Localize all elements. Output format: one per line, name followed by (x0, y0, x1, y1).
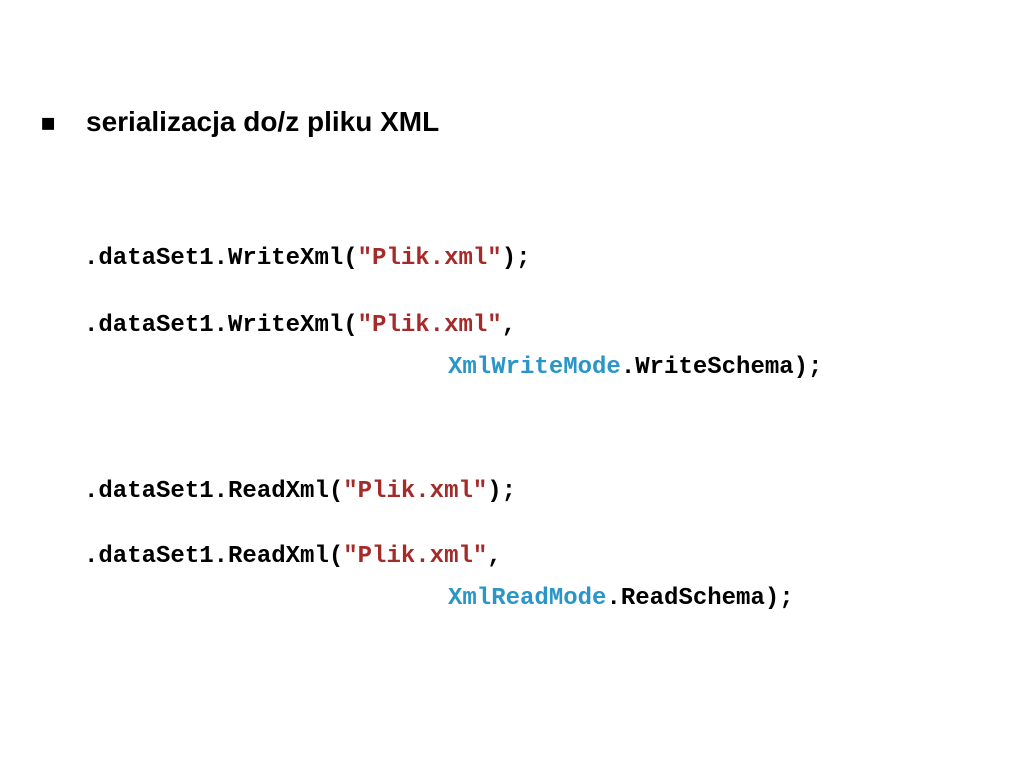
code-line-read-schema-2: XmlReadMode.ReadSchema); (448, 582, 794, 616)
bullet-text: serializacja do/z pliku XML (86, 106, 440, 137)
code-line-read-schema-1: .dataSet1.ReadXml("Plik.xml", (84, 540, 502, 574)
code-call-end: ); (501, 245, 531, 272)
code-line-write-schema-1: .dataSet1.WriteXml("Plik.xml", (84, 309, 516, 343)
code-comma: , (487, 543, 502, 570)
code-method-call: .dataSet1.WriteXml( (84, 245, 358, 272)
code-enum-member: .WriteSchema); (620, 354, 823, 381)
code-enum-member: .ReadSchema); (606, 585, 794, 612)
code-string-literal: "Plik.xml" (357, 312, 502, 339)
code-string-literal: "Plik.xml" (357, 245, 502, 272)
code-string-literal: "Plik.xml" (343, 478, 488, 505)
code-enum-type: XmlWriteMode (448, 354, 621, 381)
code-method-call: .dataSet1.ReadXml( (84, 543, 344, 570)
code-method-call: .dataSet1.WriteXml( (84, 312, 358, 339)
code-line-write-simple: .dataSet1.WriteXml("Plik.xml"); (84, 242, 531, 276)
code-call-end: ); (487, 478, 517, 505)
code-line-write-schema-2: XmlWriteMode.WriteSchema); (448, 351, 822, 385)
bullet-marker-icon: ▪ (40, 108, 57, 136)
code-method-call: .dataSet1.ReadXml( (84, 478, 344, 505)
code-line-read-simple: .dataSet1.ReadXml("Plik.xml"); (84, 475, 516, 509)
code-enum-type: XmlReadMode (448, 585, 607, 612)
code-string-literal: "Plik.xml" (343, 543, 488, 570)
code-comma: , (501, 312, 517, 339)
